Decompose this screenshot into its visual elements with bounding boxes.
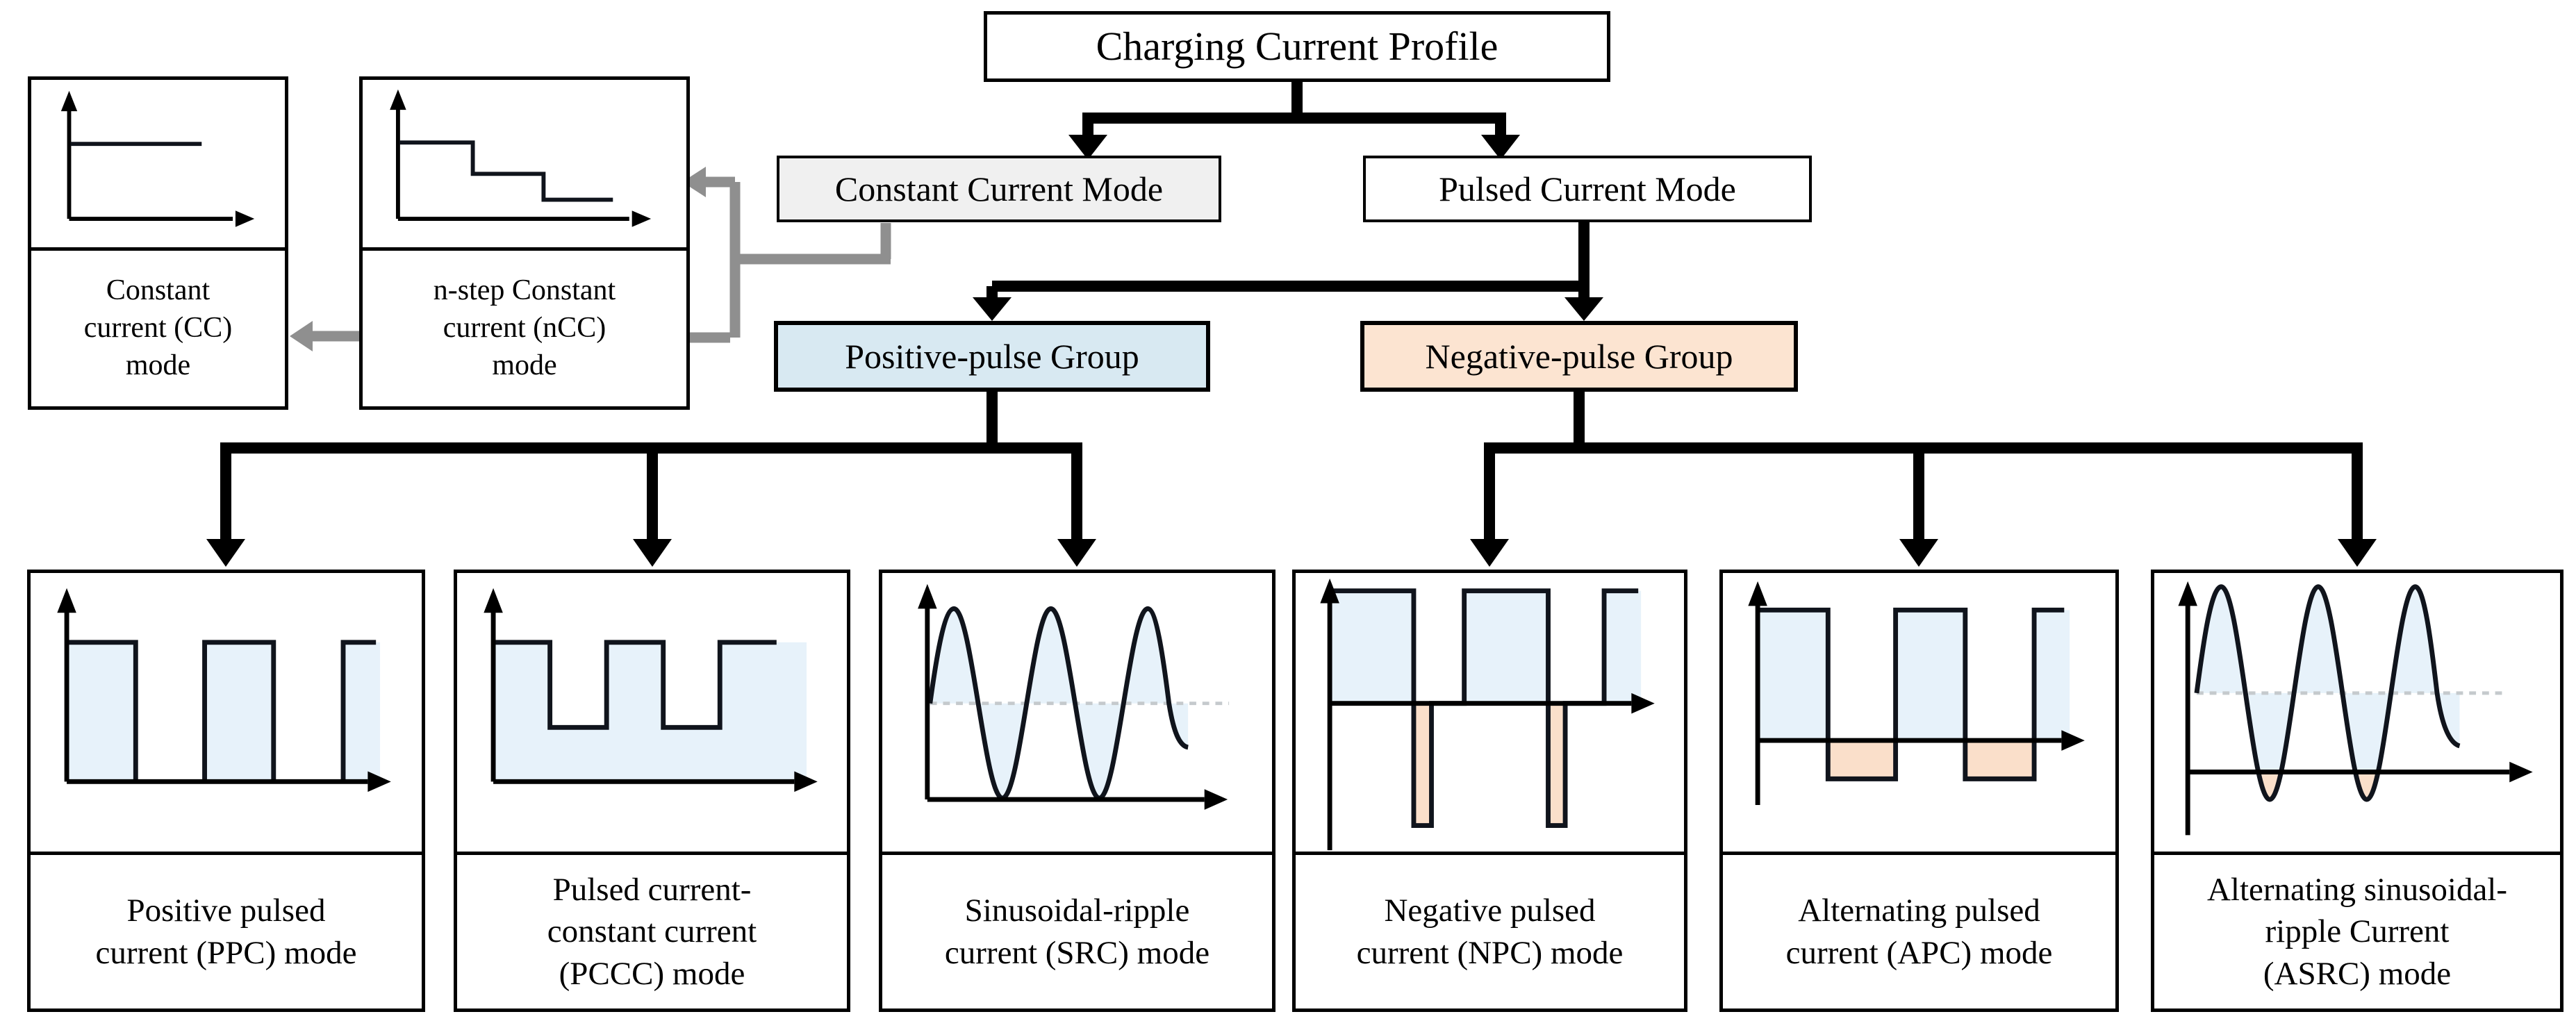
sinusoid-above-zero-waveform-icon xyxy=(918,583,1230,810)
root-node-label: Charging Current Profile xyxy=(1096,23,1498,69)
npc-label-area: Negative pulsed current (NPC) mode xyxy=(1296,852,1684,1008)
node-negative-pulse-group-label: Negative-pulse Group xyxy=(1425,337,1733,376)
pccc-graph xyxy=(457,573,847,858)
node-constant-current-mode-label: Constant Current Mode xyxy=(834,169,1164,208)
descending-staircase-waveform-icon xyxy=(390,89,652,227)
alternating-positive-negative-pulses-waveform-icon xyxy=(1748,581,2085,805)
asrc-label: Alternating sinusoidal- ripple Current (… xyxy=(2206,872,2508,992)
ppc-graph xyxy=(31,573,422,858)
down-arrow-icon xyxy=(973,297,1012,321)
ncc-label: n-step Constant current (nCC) mode xyxy=(433,274,616,381)
pulse-over-constant-level-waveform-icon xyxy=(484,588,818,792)
sinusoid-crossing-zero-waveform-icon xyxy=(2178,581,2533,836)
branch-connector-positive-group xyxy=(206,392,1096,567)
down-arrow-icon xyxy=(1057,539,1096,567)
src-label: Sinusoidal-ripple current (SRC) mode xyxy=(944,893,1210,971)
mode-card-apc: Alternating pulsed current (APC) mode xyxy=(1719,570,2119,1012)
asrc-label-area: Alternating sinusoidal- ripple Current (… xyxy=(2154,852,2560,1008)
npc-graph xyxy=(1296,573,1684,858)
src-graph xyxy=(882,573,1272,858)
node-pulsed-current-mode-label: Pulsed Current Mode xyxy=(1439,169,1736,208)
node-negative-pulse-group: Negative-pulse Group xyxy=(1360,321,1798,392)
mode-card-asrc: Alternating sinusoidal- ripple Current (… xyxy=(2151,570,2563,1012)
down-arrow-icon xyxy=(1899,539,1938,567)
left-arrow-icon xyxy=(682,167,706,197)
node-constant-current-mode: Constant Current Mode xyxy=(777,156,1221,222)
mode-card-ncc: n-step Constant current (nCC) mode xyxy=(359,76,690,410)
root-node-charging-current-profile: Charging Current Profile xyxy=(984,11,1610,82)
apc-graph xyxy=(1723,573,2115,858)
branch-connector-top xyxy=(1068,82,1520,160)
ncc-graph xyxy=(363,80,686,254)
apc-label: Alternating pulsed current (APC) mode xyxy=(1785,893,2053,971)
cc-graph xyxy=(31,80,285,254)
left-arrow-icon xyxy=(290,321,313,351)
node-positive-pulse-group-label: Positive-pulse Group xyxy=(845,337,1139,376)
apc-label-area: Alternating pulsed current (APC) mode xyxy=(1723,852,2115,1008)
cc-label: Constant current (CC) mode xyxy=(83,274,233,381)
gray-connector-constant-modes xyxy=(290,167,891,351)
positive-pulses-with-narrow-negative-pulses-waveform-icon xyxy=(1320,578,1655,851)
down-arrow-icon xyxy=(1564,297,1603,321)
ppc-label-area: Positive pulsed current (PPC) mode xyxy=(31,852,422,1008)
cc-label-area: Constant current (CC) mode xyxy=(31,247,285,406)
branch-connector-pulsed xyxy=(973,222,1603,321)
down-arrow-icon xyxy=(2338,539,2377,567)
mode-card-ppc: Positive pulsed current (PPC) mode xyxy=(27,570,425,1012)
ppc-label: Positive pulsed current (PPC) mode xyxy=(95,893,357,971)
node-positive-pulse-group: Positive-pulse Group xyxy=(774,321,1210,392)
down-arrow-icon xyxy=(1481,135,1520,160)
ncc-label-area: n-step Constant current (nCC) mode xyxy=(363,247,686,406)
mode-card-pccc: Pulsed current- constant current (PCCC) … xyxy=(454,570,850,1012)
npc-label: Negative pulsed current (NPC) mode xyxy=(1356,893,1624,971)
src-label-area: Sinusoidal-ripple current (SRC) mode xyxy=(882,852,1272,1008)
down-arrow-icon xyxy=(206,539,245,567)
mode-card-src: Sinusoidal-ripple current (SRC) mode xyxy=(879,570,1275,1012)
down-arrow-icon xyxy=(1068,135,1107,160)
down-arrow-icon xyxy=(633,539,672,567)
node-pulsed-current-mode: Pulsed Current Mode xyxy=(1363,156,1812,222)
down-arrow-icon xyxy=(1470,539,1509,567)
asrc-graph xyxy=(2154,573,2560,858)
branch-connector-negative-group xyxy=(1470,392,2377,567)
positive-square-pulse-waveform-icon xyxy=(57,588,391,792)
pccc-label-area: Pulsed current- constant current (PCCC) … xyxy=(457,852,847,1008)
pccc-label: Pulsed current- constant current (PCCC) … xyxy=(547,872,757,992)
constant-level-waveform-icon xyxy=(60,90,255,227)
mode-card-cc: Constant current (CC) mode xyxy=(28,76,288,410)
mode-card-npc: Negative pulsed current (NPC) mode xyxy=(1292,570,1687,1012)
